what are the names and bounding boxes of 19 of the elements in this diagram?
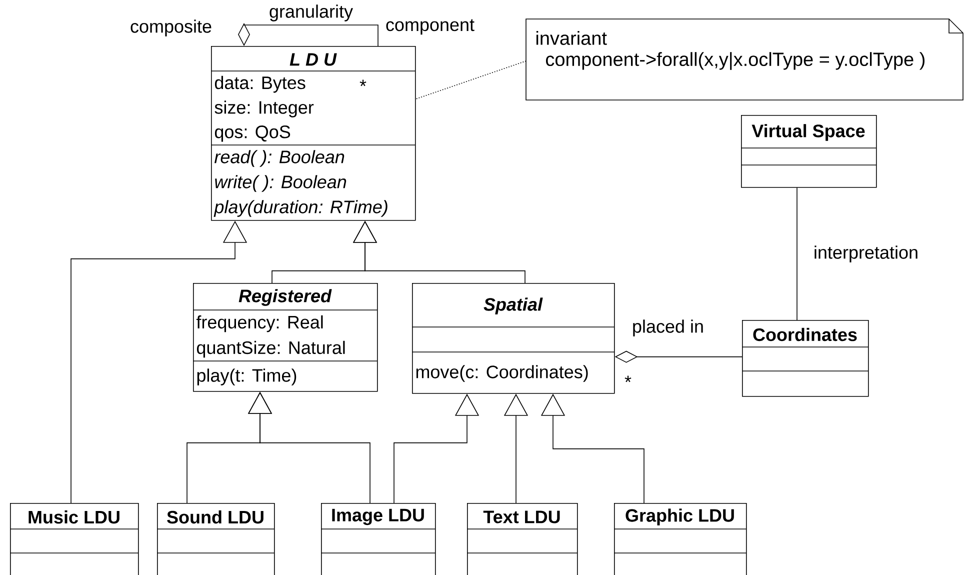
- class-box: Image LDU: [320, 503, 436, 575]
- class-box: Registered frequency: Real quantSize: Natural play(t: Time): [192, 283, 378, 392]
- class-box: Graphic LDU: [614, 503, 747, 575]
- class-box: Music LDU: [10, 503, 139, 575]
- note-box: invariant component->forall(x,y|x.oclType = y.oclType ): [526, 18, 964, 100]
- class-box: Virtual Space: [740, 115, 877, 188]
- class-box: Sound LDU: [156, 503, 275, 575]
- edge-label: interpretation: [812, 244, 920, 264]
- edge-label: granularity: [268, 4, 354, 22]
- role-label: component: [386, 19, 474, 35]
- dotted-line: [415, 60, 526, 100]
- multiplicity: *: [360, 80, 366, 86]
- aggregation-line: [238, 23, 378, 46]
- role-label: composite: [130, 20, 212, 36]
- association-line: [796, 187, 798, 320]
- class-box: Coordinates: [742, 320, 869, 397]
- class-box: Text LDU: [466, 503, 578, 575]
- class-box: Spatial move(c: Coordinates): [412, 283, 615, 394]
- edge-label: placed in: [630, 318, 706, 338]
